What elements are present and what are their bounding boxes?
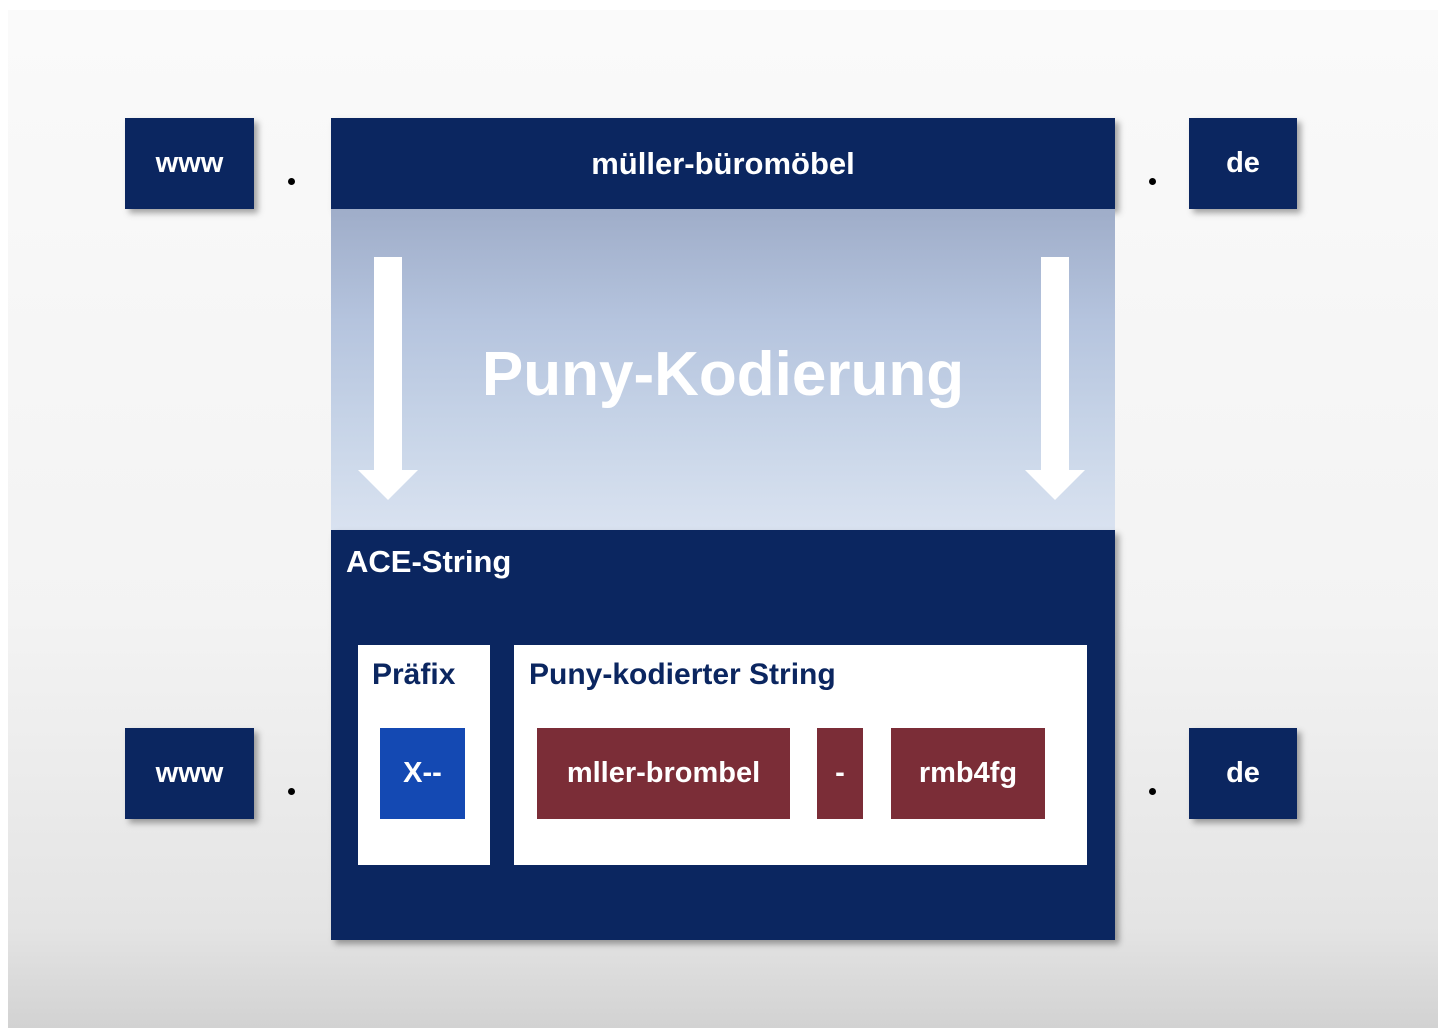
encoded-base-box: mller-brombel [537, 728, 790, 819]
top-subdomain-label: www [155, 147, 224, 179]
encoded-base: mller-brombel [566, 757, 761, 789]
delimiter-box: - [817, 728, 863, 819]
encoded-suffix-box: rmb4fg [891, 728, 1045, 819]
top-dot-left [288, 178, 295, 185]
unicode-domain-bar: müller-büromöbel [331, 118, 1115, 209]
down-arrow-left-icon [358, 257, 418, 500]
puny-encoded-label: Puny-kodierter String [529, 658, 836, 691]
top-tld-box: de [1189, 118, 1297, 209]
prefix-value: X-- [403, 757, 442, 789]
top-tld-label: de [1226, 147, 1260, 179]
down-arrow-right-icon [1025, 257, 1085, 500]
encoding-title: Puny-Kodierung [481, 340, 965, 409]
bottom-dot-left [288, 788, 295, 795]
bottom-dot-right [1149, 788, 1156, 795]
unicode-domain-label: müller-büromöbel [591, 145, 855, 181]
ace-string-panel: ACE-String Präfix X-- Puny-kodierter Str… [331, 530, 1115, 940]
bottom-subdomain-label: www [155, 757, 224, 789]
bottom-tld-label: de [1226, 757, 1260, 789]
bottom-subdomain-box: www [125, 728, 254, 819]
puny-encoded-panel: Puny-kodierter String mller-brombel - rm… [514, 645, 1087, 865]
puny-encoding-band: Puny-Kodierung [331, 209, 1115, 530]
ace-string-title: ACE-String [346, 544, 512, 579]
prefix-label: Präfix [372, 658, 456, 691]
top-dot-right [1149, 178, 1156, 185]
top-subdomain-box: www [125, 118, 254, 209]
prefix-value-box: X-- [380, 728, 465, 819]
encoded-suffix: rmb4fg [918, 757, 1018, 789]
bottom-tld-box: de [1189, 728, 1297, 819]
delimiter: - [835, 757, 845, 789]
prefix-panel: Präfix X-- [358, 645, 490, 865]
